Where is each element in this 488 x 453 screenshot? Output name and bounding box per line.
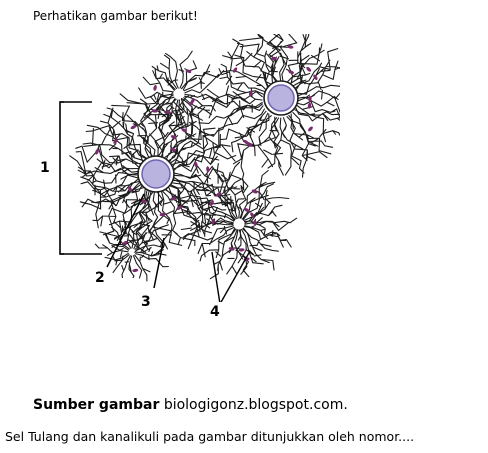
osteocyte (209, 200, 214, 206)
osteocyte (130, 125, 137, 130)
question-text: Sel Tulang dan kanalikuli pada gambar di… (5, 429, 415, 444)
osteocyte (313, 74, 318, 80)
osteocyte (306, 66, 312, 72)
osteocyte (185, 69, 192, 74)
osteocyte (250, 212, 255, 218)
osteocyte (211, 218, 215, 225)
osteocyte (251, 189, 258, 194)
haversian-canal-small-inner (267, 84, 295, 112)
osteocyte (170, 147, 176, 152)
osteocyte (132, 268, 139, 273)
osteocyte (181, 128, 187, 133)
pointer-4b (219, 250, 251, 305)
osteocyte (122, 240, 128, 246)
haversian-canal-main-inner (141, 159, 171, 189)
osteocyte (228, 247, 235, 251)
source-site: biologigonz.blogspot.com. (163, 397, 348, 413)
osteocyte (249, 90, 253, 97)
osteocyte (194, 161, 198, 168)
instruction-text: Perhatikan gambar berikut! (33, 9, 198, 23)
osteocyte (170, 135, 177, 139)
osteocyte (165, 110, 171, 114)
osteocyte (253, 219, 257, 226)
osteocyte (152, 109, 158, 113)
osteocyte (308, 126, 313, 132)
osteocyte (170, 196, 176, 201)
osteocyte (288, 70, 294, 74)
osteocyte (270, 56, 277, 61)
osteocyte (95, 148, 99, 155)
osteocyte (188, 100, 194, 106)
label-3: 3 (141, 294, 151, 310)
pointer-4a (211, 251, 221, 305)
osteocyte (128, 186, 133, 192)
osteocyte (113, 138, 118, 144)
label-1: 1 (40, 160, 50, 176)
osteocyte (307, 102, 312, 109)
osteocyte (308, 95, 312, 102)
bone-tissue-figure: 1 2 3 4 (34, 15, 361, 320)
pointer-3 (153, 237, 165, 289)
osteocyte (287, 45, 294, 49)
label-4: 4 (210, 304, 220, 318)
osteocyte (238, 248, 245, 252)
label-2: 2 (95, 270, 105, 286)
lamellae-network (69, 15, 361, 290)
osteocyte (243, 139, 249, 145)
osteocyte (215, 192, 222, 197)
osteocyte (243, 207, 250, 213)
pointer-2 (106, 193, 145, 268)
image-source: Sumber gambar biologigonz.blogspot.com. (33, 397, 348, 413)
osteocytes (95, 45, 318, 273)
osteocyte (176, 205, 182, 210)
osteocyte (206, 166, 210, 173)
osteocyte (153, 84, 157, 91)
osteon-illustration: 1 2 3 4 (34, 15, 361, 320)
source-prefix: Sumber gambar (33, 397, 160, 413)
osteocyte (159, 212, 166, 217)
osteocyte (232, 67, 238, 73)
